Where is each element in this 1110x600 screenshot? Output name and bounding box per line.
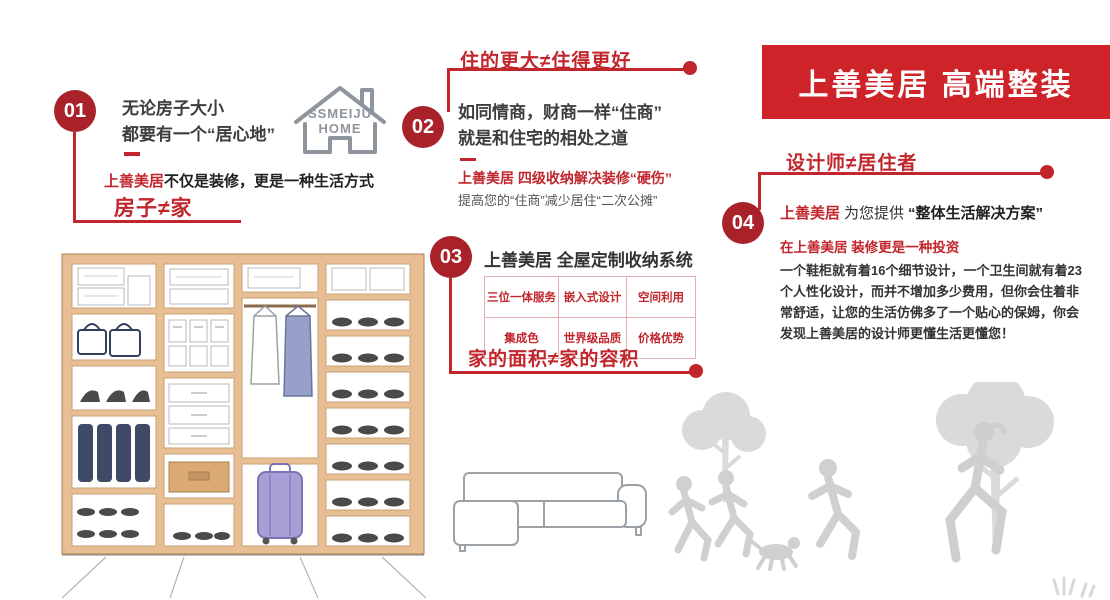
s01-slogan: 房子≠家 [114, 197, 193, 220]
s03-slogan: 家的面积≠家的容积 [468, 349, 640, 370]
s01-statement-rest: 不仅是装修，更是一种生活方式 [164, 173, 375, 190]
s03-cell-3: 空间利用 [627, 277, 695, 318]
banner-title: 上善美居 高端整装 [798, 69, 1074, 102]
house-logo-icon: SSMEIJU HOME [294, 86, 386, 154]
s01-connector-hline [73, 220, 241, 223]
logo-walls [303, 122, 377, 154]
s01-statement-brand: 上善美居 [104, 173, 165, 190]
s04-line1: 上善美居为您提供“整体生活解决方案” [780, 202, 1110, 223]
step-badge-03: 03 [430, 236, 472, 278]
s02-sub1: 上善美居 四级收纳解决装修“硬伤” [458, 170, 672, 186]
s03-cell-1: 三位一体服务 [485, 277, 559, 318]
s02-text: 如同情商，财商一样“住商” 就是和住宅的相处之道 [458, 100, 662, 153]
s02-header-line [447, 68, 689, 71]
s01-line2: 都要有一个“居心地” [122, 125, 275, 145]
storage-boxes [77, 267, 405, 306]
grass-silhouette [1052, 576, 1096, 598]
s01-connector-vline [73, 132, 76, 222]
s02-divider [460, 158, 476, 161]
s01-line1: 无论房子大小 [122, 99, 224, 118]
suitcase [257, 463, 303, 545]
handbags [77, 323, 141, 357]
step-badge-04: 04 [722, 202, 764, 244]
wardrobe-illustration [61, 253, 427, 599]
drawer-boxes [168, 383, 230, 445]
bins [168, 319, 229, 367]
s04-header-dot [1040, 165, 1054, 179]
s03-cell-4: 集成色 [485, 318, 559, 358]
logo-text-line2: HOME [319, 121, 362, 136]
s04-quote: “整体生活解决方案” [908, 205, 1044, 222]
s03-dot [689, 364, 703, 378]
logo-roof [294, 86, 386, 124]
s01-text: 无论房子大小 都要有一个“居心地” [122, 96, 275, 149]
logo-text-line1: SSMEIJU [308, 106, 372, 121]
s04-connector-vline [758, 172, 761, 210]
s02-line2: 就是和住宅的相处之道 [458, 129, 628, 149]
s02-header: 住的更大≠住得更好 [460, 51, 632, 72]
s01-divider [124, 152, 140, 156]
hanging-clothes [244, 304, 316, 397]
s04-body: 一个鞋柜就有着16个细节设计，一个卫生间就有着23个人性化设计，而并不增加多少费… [780, 263, 1082, 342]
shoe-shelves [332, 317, 404, 543]
bench-drawer [168, 461, 230, 493]
s04-header-line [758, 172, 1048, 175]
child-silhouette-1 [668, 476, 712, 562]
s01-statement: 上善美居不仅是装修，更是一种生活方式 [104, 170, 374, 191]
s02-header-dot [683, 61, 697, 75]
brand-banner: 上善美居 高端整装 [762, 45, 1110, 119]
s04-brand: 上善美居 [780, 205, 841, 222]
s03-title: 上善美居 全屋定制收纳系统 [484, 251, 693, 270]
logo-chimney [360, 88, 374, 114]
s04-header: 设计师≠居住者 [786, 153, 918, 174]
s03-cell-2: 嵌入式设计 [559, 277, 627, 318]
s02-sub2: 提高您的“住商”减少居住“二次公摊” [458, 193, 658, 208]
small-shoes-left [77, 508, 230, 540]
s04-sub: 在上善美居 装修更是一种投资 [780, 240, 960, 255]
jogger-silhouette [945, 422, 1007, 563]
s03-cell-5: 世界级品质 [559, 318, 627, 358]
heels [80, 390, 150, 402]
step-badge-02: 02 [402, 106, 444, 148]
s04-mid: 为您提供 [844, 205, 905, 222]
tree-left-silhouette [682, 392, 766, 502]
s03-cell-6: 价格优势 [638, 333, 684, 345]
s03-connector-vline [449, 278, 452, 374]
floor-lines [61, 554, 427, 599]
boots [78, 424, 150, 482]
family-silhouette [668, 382, 1096, 598]
step-badge-01: 01 [54, 90, 96, 132]
sofa-illustration [453, 472, 647, 552]
child-silhouette-2 [708, 470, 754, 558]
s02-line1: 如同情商，财商一样“住商” [458, 103, 662, 122]
s02-connector-vline [447, 68, 450, 112]
child-silhouette-3 [808, 459, 861, 560]
s03-feature-table: 三位一体服务 嵌入式设计 空间利用 集成色 世界级品质 价格优势 [484, 276, 696, 359]
s03-connector-hline [449, 371, 695, 374]
dog-silhouette [748, 537, 800, 571]
